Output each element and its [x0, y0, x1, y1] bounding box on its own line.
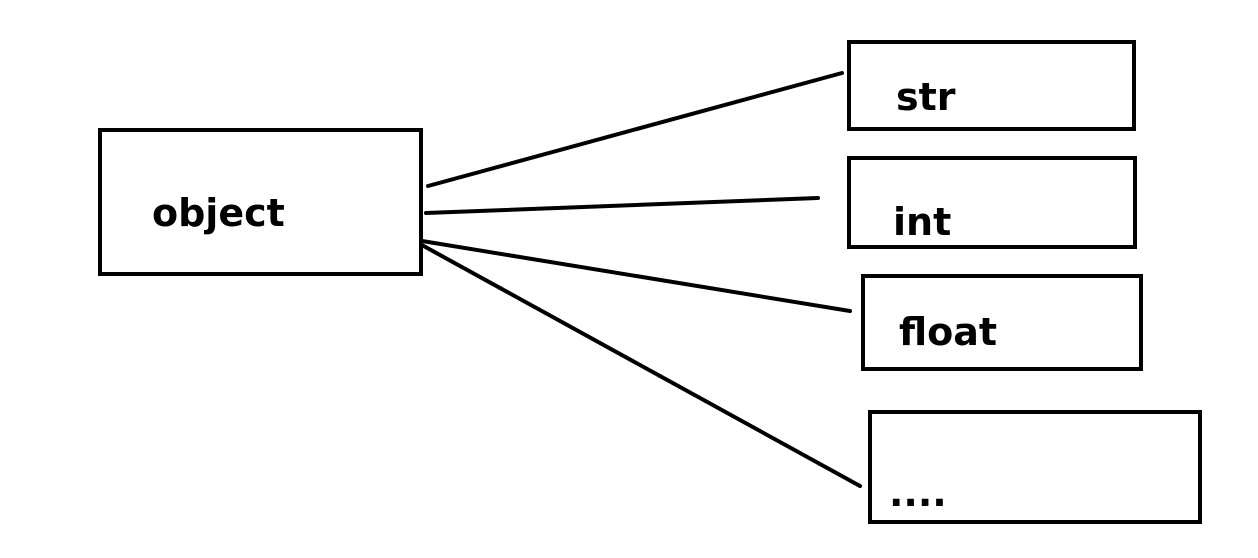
connector-object-more	[418, 242, 862, 488]
node-float-label: float	[899, 310, 998, 354]
connector-object-float	[414, 238, 852, 313]
node-int	[847, 156, 1137, 249]
connector-object-int	[424, 196, 820, 215]
node-int-label: int	[893, 200, 952, 244]
node-more-label: ....	[889, 471, 947, 515]
node-str	[847, 40, 1136, 131]
node-object-label: object	[152, 191, 285, 235]
node-more	[868, 410, 1202, 524]
node-str-label: str	[896, 75, 956, 119]
node-float	[861, 274, 1143, 371]
connector-object-str	[426, 71, 844, 188]
node-object	[98, 128, 423, 276]
